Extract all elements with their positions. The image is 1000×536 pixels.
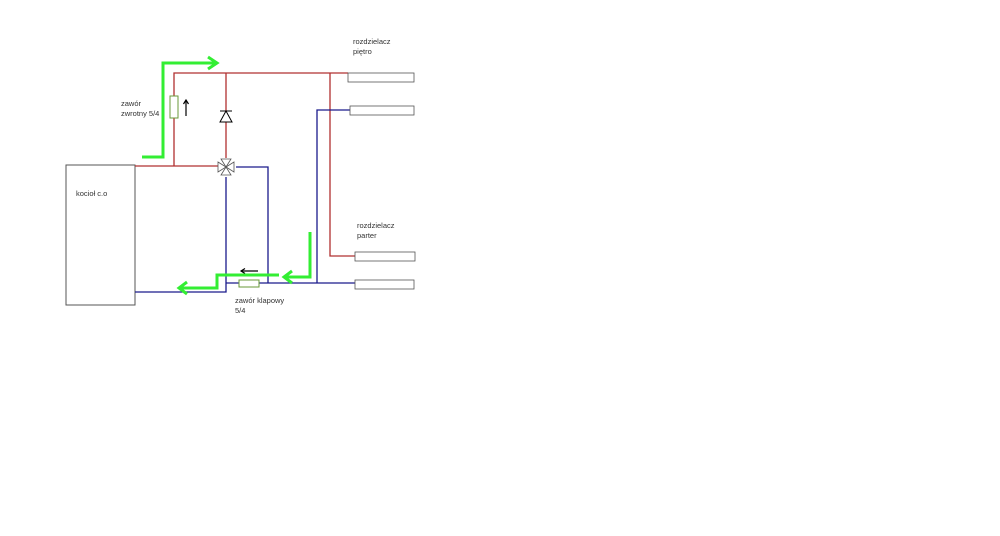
- mixing-valve-icon: [217, 158, 235, 176]
- manifold-upper-label-2: piętro: [353, 47, 372, 56]
- flap-valve: [238, 279, 260, 288]
- manifold-lower-label-1: rozdzielacz: [357, 221, 395, 230]
- manifold-lower-return: [354, 279, 415, 290]
- flow-arrow-lower: [176, 232, 312, 296]
- check-valve-label-1: zawór: [121, 99, 142, 108]
- manifold-upper-supply: [347, 72, 415, 83]
- manifold-lower-label-2: parter: [357, 231, 377, 240]
- flap-valve-label-2: 5/4: [235, 306, 245, 315]
- boiler: [65, 164, 136, 306]
- manifold-lower-supply: [354, 251, 416, 262]
- boiler-label: kocioł c.o: [76, 189, 107, 198]
- flap-valve-label-1: zawór klapowy: [235, 296, 284, 305]
- manifold-upper-label-1: rozdzielacz: [353, 37, 391, 46]
- supply-pipes: [135, 72, 355, 257]
- arrow-left-icon: [239, 267, 258, 275]
- arrow-up-icon: [182, 98, 190, 116]
- check-valve: [169, 95, 179, 119]
- diode-icon: [219, 109, 233, 123]
- manifold-upper-return: [349, 105, 415, 116]
- flow-arrow-upper: [142, 55, 220, 159]
- check-valve-label-2: zwrotny 5/4: [121, 109, 159, 118]
- return-pipes: [135, 109, 355, 293]
